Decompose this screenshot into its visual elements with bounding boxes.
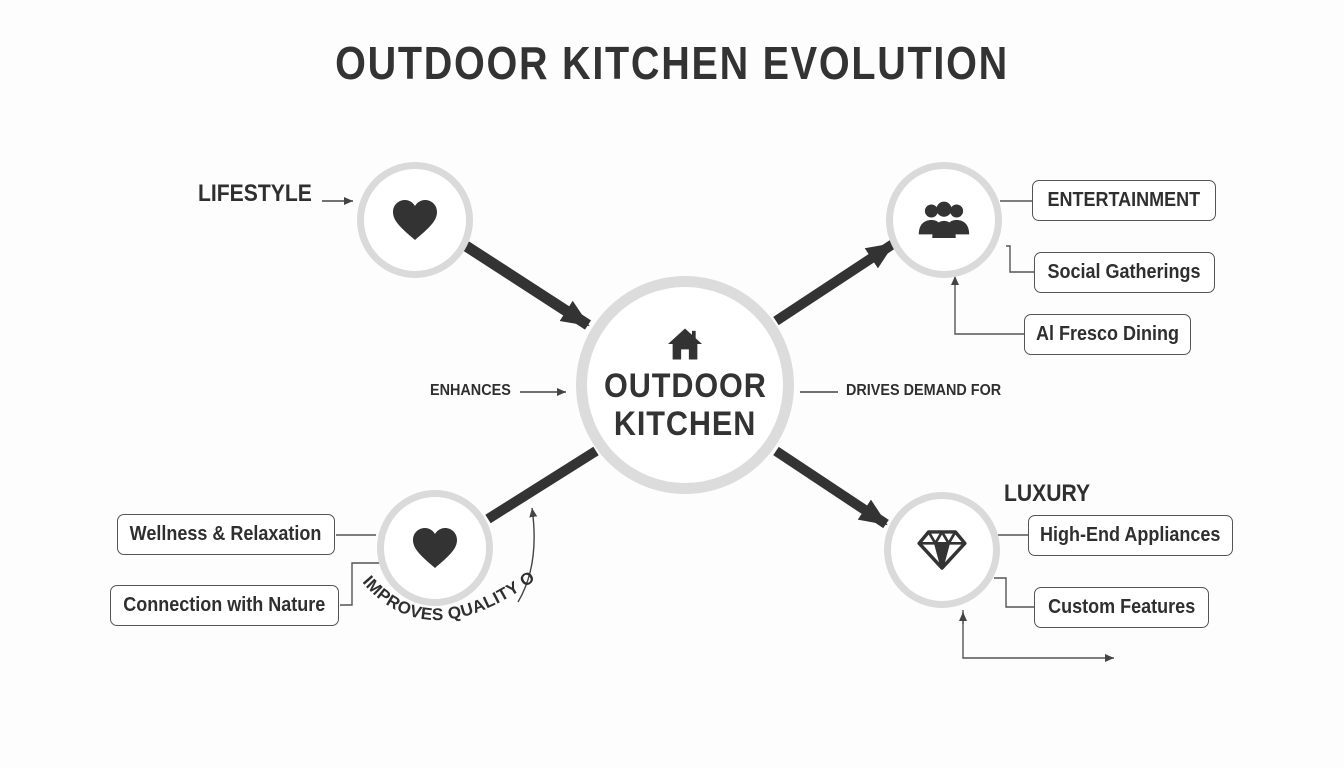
- drives-demand-label: DRIVES DEMAND FOR: [846, 382, 1002, 399]
- lifestyle-label: LIFESTYLE: [198, 180, 312, 207]
- connector-luxury-extra: [962, 610, 1114, 662]
- outdoor-kitchen-node: OUTDOOR KITCHEN: [576, 276, 794, 494]
- center-title-line-2: KITCHEN: [613, 405, 757, 443]
- heart-icon: [413, 528, 457, 568]
- custom-features-box: Custom Features: [1034, 587, 1209, 628]
- entertainment-box-label: ENTERTAINMENT: [1047, 189, 1201, 211]
- center-title-line-1: OUTDOOR: [603, 367, 767, 405]
- arrow-center-to-entertainment: [773, 239, 896, 326]
- high-end-appliances-label: High-End Appliances: [1040, 524, 1221, 546]
- connection-nature-label: Connection with Nature: [123, 594, 326, 616]
- entertainment-node: [886, 162, 1002, 278]
- wellness-relaxation-label: Wellness & Relaxation: [130, 523, 322, 545]
- heart-icon: [393, 200, 437, 240]
- connector-social: [1006, 245, 1034, 273]
- lifestyle-node: [357, 162, 473, 278]
- connection-nature-box: Connection with Nature: [110, 585, 339, 626]
- people-group-icon: [918, 201, 970, 238]
- connector-nature: [340, 562, 382, 606]
- social-gatherings-box: Social Gatherings: [1034, 252, 1215, 293]
- arrow-center-to-luxury: [773, 446, 889, 529]
- connector-custom: [994, 577, 1034, 608]
- connector-alfresco: [951, 276, 1024, 335]
- page-title: OUTDOOR KITCHEN EVOLUTION: [335, 37, 1009, 89]
- connector-wellbeing-to-center: [485, 446, 599, 524]
- enhances-label: ENHANCES: [430, 382, 511, 399]
- luxury-node: [884, 492, 1000, 608]
- al-fresco-dining-box: Al Fresco Dining: [1024, 314, 1191, 355]
- house-icon: [668, 328, 702, 360]
- high-end-appliances-box: High-End Appliances: [1028, 515, 1233, 556]
- entertainment-box: ENTERTAINMENT: [1032, 180, 1216, 221]
- wellbeing-node: [377, 490, 493, 606]
- arrow-lifestyle-to-center: [463, 241, 591, 330]
- custom-features-label: Custom Features: [1047, 596, 1196, 618]
- wellness-relaxation-box: Wellness & Relaxation: [117, 514, 335, 555]
- curve-arrow-improves: [517, 507, 538, 603]
- social-gatherings-label: Social Gatherings: [1047, 261, 1202, 283]
- diamond-icon: [917, 530, 967, 570]
- al-fresco-dining-label: Al Fresco Dining: [1035, 323, 1180, 345]
- luxury-label: LUXURY: [1004, 480, 1091, 507]
